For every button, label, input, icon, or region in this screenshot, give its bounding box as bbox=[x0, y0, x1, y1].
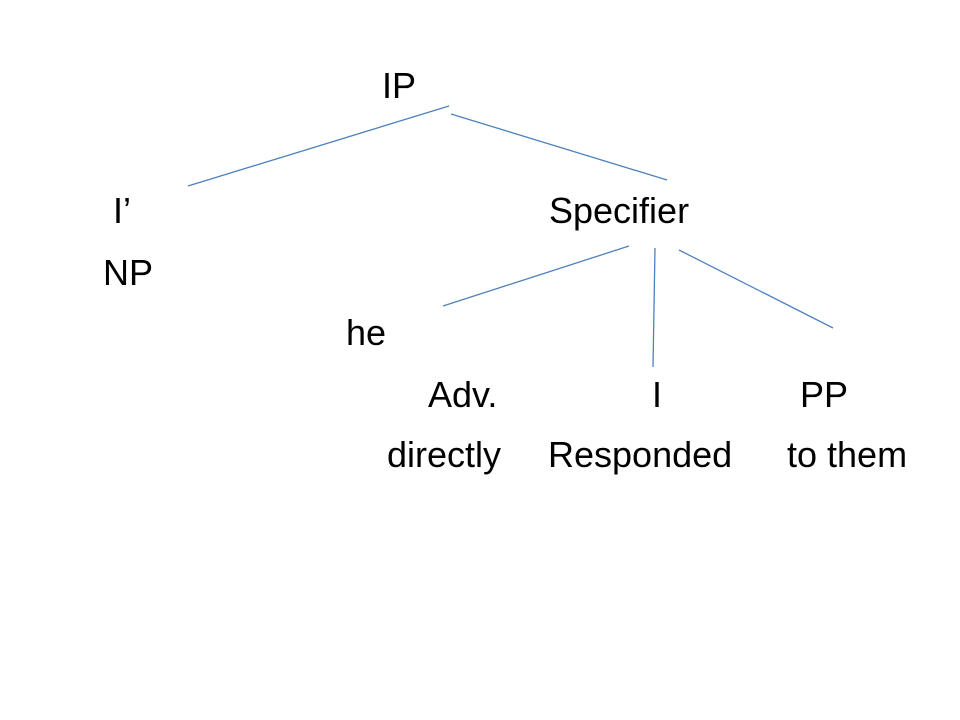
node-np: NP bbox=[103, 252, 154, 293]
node-ip: IP bbox=[382, 65, 417, 106]
edge-ip-to-specifier bbox=[450, 113, 668, 181]
node-specifier: Specifier bbox=[549, 190, 690, 231]
word-directly: directly bbox=[387, 434, 502, 475]
edge-ip-to-ibar bbox=[187, 105, 450, 187]
node-pp: PP bbox=[800, 374, 849, 415]
node-i-head: I bbox=[652, 374, 663, 415]
node-he: he bbox=[346, 312, 387, 353]
node-adv: Adv. bbox=[428, 374, 498, 415]
word-responded: Responded bbox=[548, 434, 733, 475]
word-to-them: to them bbox=[787, 434, 908, 475]
edge-specifier-to-adv bbox=[442, 245, 630, 307]
node-i-bar: I’ bbox=[113, 190, 131, 231]
edge-specifier-to-pp bbox=[678, 249, 834, 329]
edge-specifier-to-i bbox=[652, 247, 656, 368]
